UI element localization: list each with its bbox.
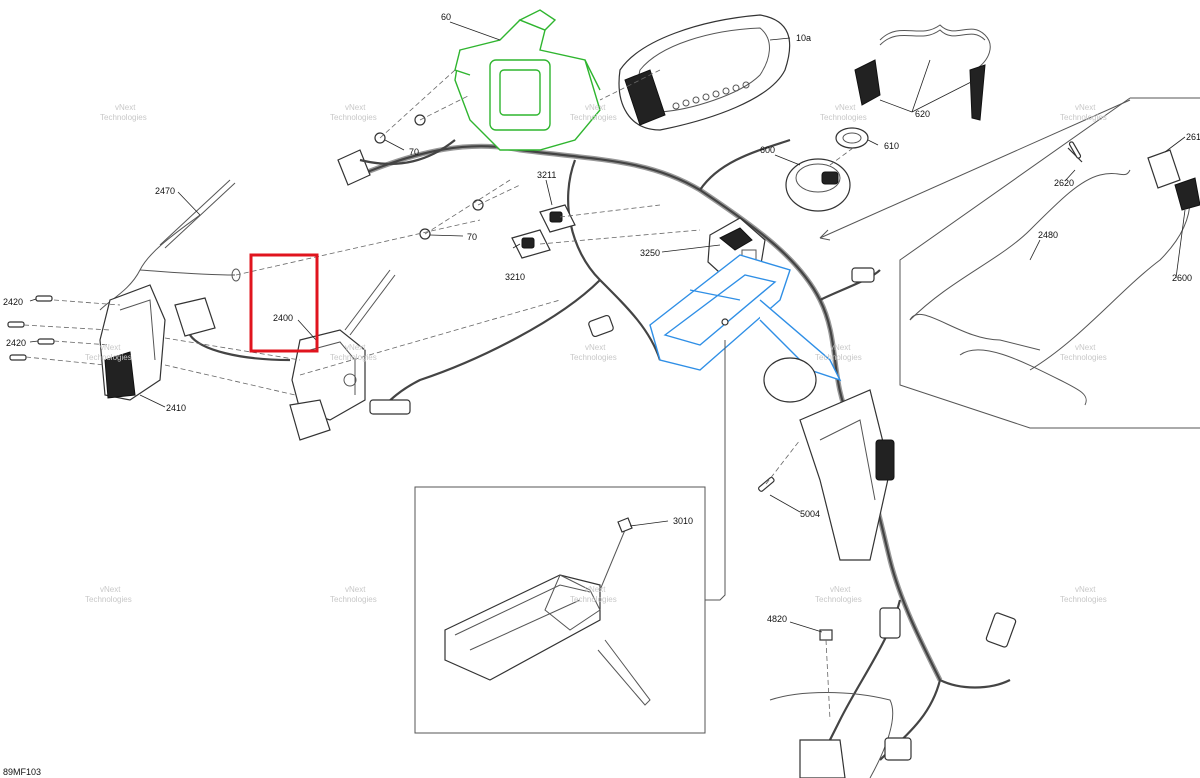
svg-text:vNext: vNext <box>585 585 606 594</box>
svg-text:vNext: vNext <box>1075 103 1096 112</box>
callout-2410: 2410 <box>166 403 186 413</box>
ecm-bracket-60 <box>454 9 601 151</box>
screws-70 <box>374 114 484 240</box>
svg-text:Technologies: Technologies <box>820 113 867 122</box>
connector-3210 <box>511 229 551 259</box>
dess-lanyard-620 <box>854 24 991 121</box>
leader-lines <box>29 21 1186 633</box>
svg-text:Technologies: Technologies <box>330 113 377 122</box>
watermark: vNext Technologies <box>330 343 377 362</box>
callout-600: 600 <box>760 145 775 155</box>
svg-text:Technologies: Technologies <box>570 353 617 362</box>
inset-module-detail <box>414 318 729 734</box>
watermark: vNext Technologies <box>815 343 862 362</box>
callout-70-upper: 70 <box>409 147 419 157</box>
svg-text:vNext: vNext <box>830 343 851 352</box>
watermark: vNext Technologies <box>85 343 132 362</box>
svg-text:Technologies: Technologies <box>330 595 377 604</box>
svg-text:Technologies: Technologies <box>815 353 862 362</box>
callout-2610: 2610 <box>1186 132 1200 142</box>
harness-connectors <box>369 267 1017 778</box>
switch-connector <box>174 297 291 362</box>
callout-3250: 3250 <box>640 248 660 258</box>
svg-text:vNext: vNext <box>1075 343 1096 352</box>
watermark: vNext Technologies <box>330 585 377 604</box>
svg-text:vNext: vNext <box>100 343 121 352</box>
svg-text:Technologies: Technologies <box>1060 113 1107 122</box>
gauge-buttons <box>672 81 750 110</box>
callout-labels: 60 10a 620 610 600 70 70 3211 3210 3250 … <box>3 12 1200 624</box>
watermark: vNext Technologies <box>1060 103 1107 122</box>
fuse-box-blue <box>649 254 842 382</box>
svg-text:Technologies: Technologies <box>570 595 617 604</box>
svg-text:vNext: vNext <box>345 343 366 352</box>
connector-3211 <box>539 204 576 233</box>
callout-10a: 10a <box>796 33 811 43</box>
callout-2420-upper: 2420 <box>3 297 23 307</box>
svg-text:vNext: vNext <box>115 103 136 112</box>
watermark: vNext Technologies <box>570 585 617 604</box>
diagram-code: 89MF103 <box>3 767 41 777</box>
svg-text:vNext: vNext <box>835 103 856 112</box>
watermark: vNext Technologies <box>820 103 867 122</box>
svg-text:Technologies: Technologies <box>1060 353 1107 362</box>
callout-2400: 2400 <box>273 313 293 323</box>
callout-2600: 2600 <box>1172 273 1192 283</box>
svg-text:vNext: vNext <box>1075 585 1096 594</box>
svg-text:vNext: vNext <box>585 343 606 352</box>
svg-text:Technologies: Technologies <box>330 353 377 362</box>
callout-2620: 2620 <box>1054 178 1074 188</box>
inset-harness-detail <box>819 97 1200 429</box>
steering-frame <box>799 389 895 561</box>
svg-text:vNext: vNext <box>585 103 606 112</box>
screws-2420 <box>7 295 55 361</box>
watermark: vNext Technologies <box>570 103 617 122</box>
dess-post-600 <box>785 158 851 212</box>
watermark: vNext Technologies <box>570 343 617 362</box>
dess-ring-610 <box>835 127 869 149</box>
watermark: vNext Technologies <box>1060 343 1107 362</box>
callout-5004: 5004 <box>800 509 820 519</box>
callout-3210: 3210 <box>505 272 525 282</box>
callout-3010: 3010 <box>673 516 693 526</box>
callout-2470: 2470 <box>155 186 175 196</box>
callout-620: 620 <box>915 109 930 119</box>
pin-5004 <box>758 476 775 492</box>
svg-text:Technologies: Technologies <box>100 113 147 122</box>
clip-4820 <box>819 629 833 641</box>
watermark: vNext Technologies <box>85 585 132 604</box>
svg-text:Technologies: Technologies <box>85 353 132 362</box>
callout-4820: 4820 <box>767 614 787 624</box>
callout-70-lower: 70 <box>467 232 477 242</box>
callout-60: 60 <box>441 12 451 22</box>
highlight-box-2400 <box>249 253 319 353</box>
throttle-cable-2470 <box>99 179 241 311</box>
svg-text:Technologies: Technologies <box>85 595 132 604</box>
watermark: vNext Technologies <box>100 103 147 122</box>
watermark: vNext Technologies <box>330 103 377 122</box>
watermark: vNext Technologies <box>815 585 862 604</box>
callout-3211: 3211 <box>537 170 556 180</box>
callout-2420-lower: 2420 <box>6 338 26 348</box>
gauge-cluster-10a <box>618 14 791 131</box>
svg-text:vNext: vNext <box>345 103 366 112</box>
left-connector <box>337 139 456 186</box>
watermark: vNext Technologies <box>1060 585 1107 604</box>
explosion-lines <box>23 69 854 721</box>
watermarks: vNext Technologies vNext Technologies vN… <box>85 103 1107 604</box>
svg-text:vNext: vNext <box>345 585 366 594</box>
switch-cover-2410 <box>99 284 166 401</box>
callout-2480: 2480 <box>1038 230 1058 240</box>
svg-text:vNext: vNext <box>100 585 121 594</box>
svg-text:vNext: vNext <box>830 585 851 594</box>
svg-text:Technologies: Technologies <box>570 113 617 122</box>
svg-text:Technologies: Technologies <box>1060 595 1107 604</box>
svg-text:Technologies: Technologies <box>815 595 862 604</box>
callout-610: 610 <box>884 141 899 151</box>
